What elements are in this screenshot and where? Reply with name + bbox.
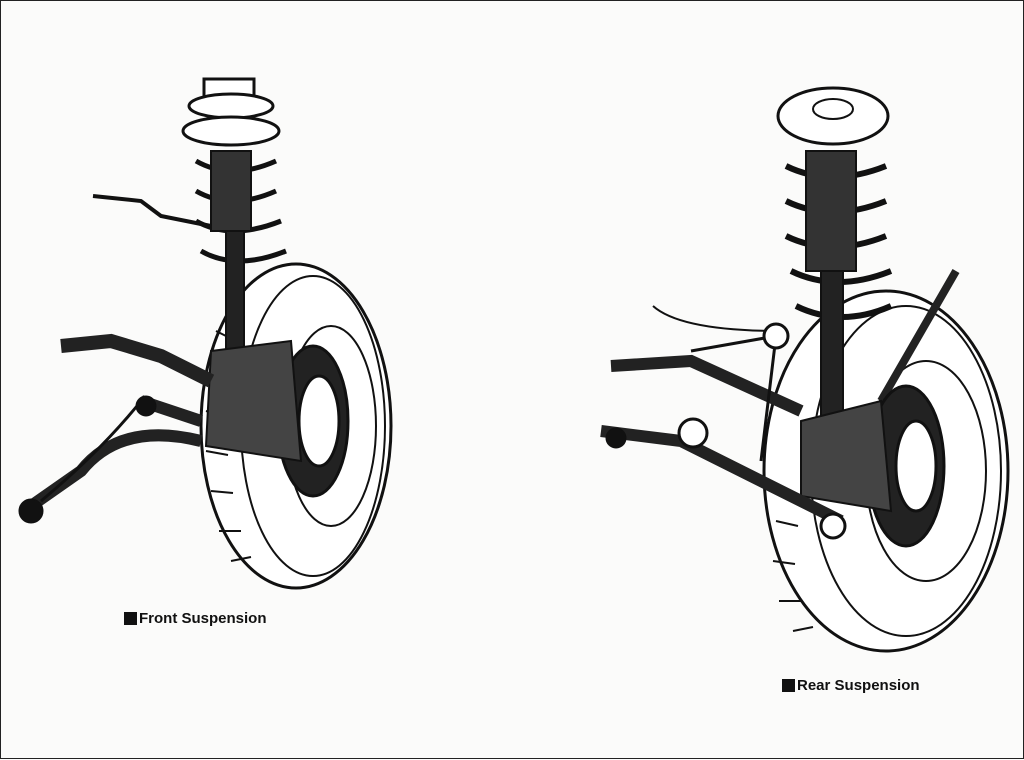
front-suspension-label: Front Suspension xyxy=(139,610,267,627)
rear-strut xyxy=(652,86,960,422)
rear-hub-and-arms xyxy=(600,322,946,548)
rear-suspension-label: Rear Suspension xyxy=(797,677,920,694)
rear-suspension-caption: Rear Suspension xyxy=(782,677,920,694)
bullet-square-icon xyxy=(124,612,137,625)
front-hub-and-arm xyxy=(18,333,350,524)
front-suspension-caption: Front Suspension xyxy=(124,610,267,627)
front-strut xyxy=(92,77,287,372)
bullet-square-icon xyxy=(782,679,795,692)
